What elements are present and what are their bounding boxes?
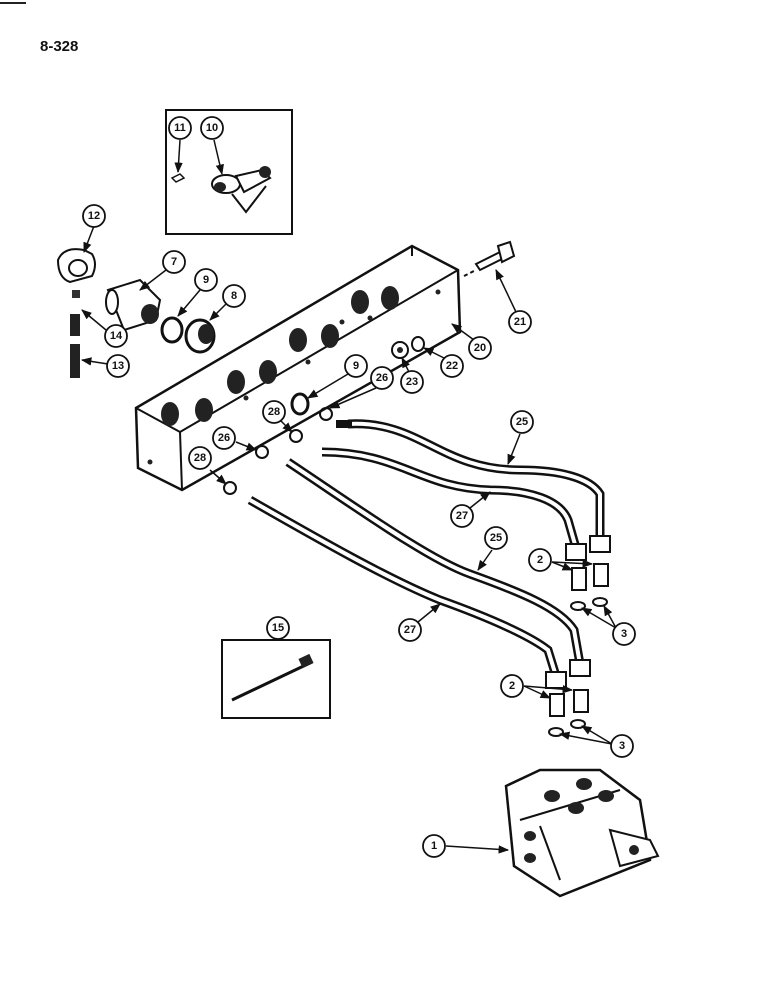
callout-13: 13 <box>80 354 130 378</box>
callout-3-lower: 3 <box>558 725 634 758</box>
ring-9-bracket <box>290 392 310 416</box>
callout-label-13: 13 <box>112 360 124 372</box>
callout-label-8: 8 <box>231 290 237 302</box>
callout-label-3b: 3 <box>619 740 625 752</box>
callout-28-right: 28 <box>262 400 293 433</box>
callout-12: 12 <box>82 204 106 253</box>
callout-label-25b: 25 <box>490 532 502 544</box>
bracket-holes <box>147 286 441 465</box>
callout-label-28b: 28 <box>268 406 280 418</box>
washer-22 <box>411 336 425 352</box>
callout-23: 23 <box>400 357 424 394</box>
nut-8 <box>184 318 216 354</box>
clamp-12 <box>56 248 96 298</box>
callout-label-12: 12 <box>88 210 100 222</box>
callout-label-15: 15 <box>272 622 284 634</box>
callout-9-left: 9 <box>177 268 218 317</box>
callout-27-lower: 27 <box>398 603 441 642</box>
callout-1: 1 <box>422 834 510 858</box>
callout-label-27a: 27 <box>456 510 468 522</box>
callout-25-lower: 25 <box>477 526 508 571</box>
callout-2-lower: 2 <box>500 674 574 699</box>
o-rings-3-upper <box>570 597 608 611</box>
ring-9-left <box>160 316 184 344</box>
callout-label-23: 23 <box>406 376 418 388</box>
callout-8: 8 <box>209 284 246 321</box>
top-rule <box>0 2 26 4</box>
callout-22: 22 <box>423 347 464 378</box>
callout-label-14: 14 <box>110 330 123 342</box>
coupler-7 <box>105 278 162 332</box>
inset-box-10-11 <box>165 109 293 235</box>
callout-7: 7 <box>139 250 186 291</box>
callout-26-left: 26 <box>212 426 257 451</box>
callout-20: 20 <box>451 323 492 360</box>
control-valve-1 <box>504 768 660 898</box>
callout-2-upper: 2 <box>528 548 594 572</box>
callout-label-9b: 9 <box>353 360 359 372</box>
callout-label-27b: 27 <box>404 624 416 636</box>
callout-21: 21 <box>495 269 532 334</box>
adapters-2-lower <box>549 689 589 717</box>
callout-label-3a: 3 <box>621 628 627 640</box>
bolt-21 <box>463 240 516 277</box>
o-rings <box>223 407 333 495</box>
callout-label-25a: 25 <box>516 416 528 428</box>
callout-label-10: 10 <box>206 122 218 134</box>
bracket <box>134 244 462 492</box>
callout-label-20: 20 <box>474 342 486 354</box>
pin-13 <box>70 344 80 378</box>
screw-11 <box>170 173 186 183</box>
callout-10: 10 <box>200 116 224 176</box>
page-number: 8-328 <box>40 38 79 55</box>
pin-14 <box>70 314 80 336</box>
callout-label-7: 7 <box>171 256 177 268</box>
callout-label-21: 21 <box>514 316 526 328</box>
callout-label-9a: 9 <box>203 274 209 286</box>
callout-label-2b: 2 <box>509 680 515 692</box>
callout-26-right: 26 <box>329 366 394 409</box>
inset-box-15 <box>221 639 331 719</box>
callout-label-28a: 28 <box>194 452 206 464</box>
callout-28-left: 28 <box>188 446 227 485</box>
callout-25-upper: 25 <box>507 410 534 465</box>
o-rings-3-lower <box>548 719 586 737</box>
callout-27-upper: 27 <box>450 491 491 528</box>
callout-15: 15 <box>266 616 290 641</box>
adapters-2-upper <box>571 563 609 591</box>
callout-label-1: 1 <box>431 840 437 852</box>
nut-23 <box>391 341 409 359</box>
callout-3-upper: 3 <box>581 605 636 646</box>
callout-11: 11 <box>168 116 192 174</box>
callout-label-26a: 26 <box>218 432 230 444</box>
hose-27-lower <box>247 496 567 689</box>
hose-25-lower <box>285 458 591 677</box>
hose-25-upper <box>336 419 611 553</box>
hose-27-upper <box>321 447 587 561</box>
callout-label-26b: 26 <box>376 372 388 384</box>
callout-14: 14 <box>81 309 128 348</box>
callout-label-22: 22 <box>446 360 458 372</box>
callout-label-11: 11 <box>174 122 186 134</box>
callout-label-2a: 2 <box>537 554 543 566</box>
cap-10 <box>211 166 272 214</box>
callout-9-bracket: 9 <box>307 354 368 399</box>
